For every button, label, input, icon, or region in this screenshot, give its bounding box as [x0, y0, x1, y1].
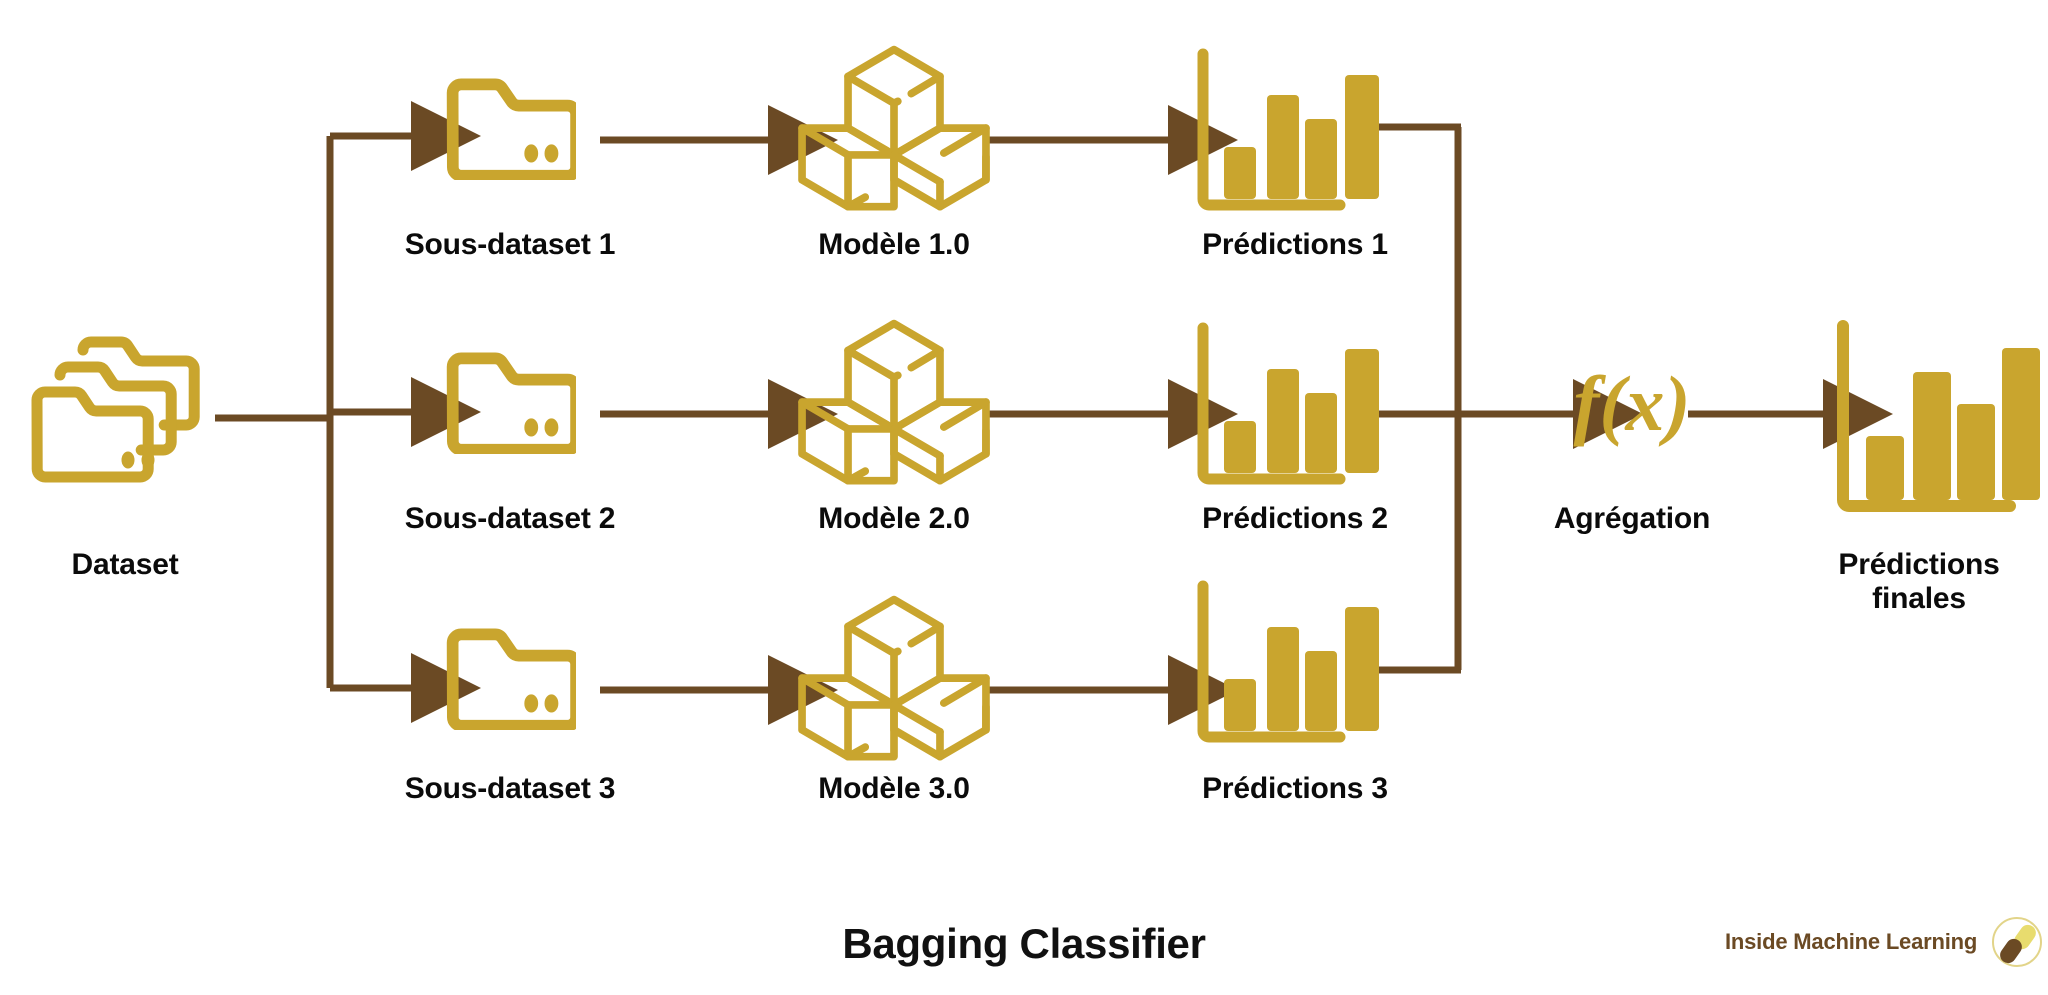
final-label-line-2: finales — [1872, 581, 1966, 615]
inside-machine-learning-logo — [1992, 917, 2043, 967]
folder-icon — [453, 358, 576, 449]
stacked-folders-icon — [31, 336, 200, 483]
function-fx-icon: f(x) — [1574, 360, 1691, 447]
cubes-icon — [802, 600, 986, 757]
node-label-predictions-1: Prédictions 1 — [1202, 228, 1388, 261]
node-label-model-3: Modèle 3.0 — [818, 772, 970, 805]
folder-icon — [453, 84, 576, 175]
node-label-sub-dataset-3: Sous-dataset 3 — [404, 772, 616, 805]
node-label-sub-dataset-2: Sous-dataset 2 — [404, 502, 616, 535]
bar-chart-icon — [1197, 322, 1379, 485]
node-label-model-2: Modèle 2.0 — [818, 502, 970, 535]
node-label-predictions-2: Prédictions 2 — [1202, 502, 1388, 535]
node-label-aggregation: Agrégation — [1553, 502, 1711, 535]
brand-watermark: Inside Machine Learning — [1725, 916, 2043, 968]
node-label-dataset: Dataset — [71, 548, 179, 581]
page-title: Bagging Classifier — [0, 920, 2048, 968]
cubes-icon — [802, 50, 986, 207]
folder-icon — [453, 634, 576, 725]
bar-chart-icon — [1197, 48, 1379, 211]
bar-chart-icon — [1197, 580, 1379, 743]
node-label-sub-dataset-1: Sous-dataset 1 — [404, 228, 616, 261]
node-label-model-1: Modèle 1.0 — [818, 228, 970, 261]
node-label-final-predictions: Prédictions finales — [1790, 548, 2048, 615]
bar-chart-icon — [1837, 320, 2040, 512]
final-label-line-1: Prédictions — [1838, 548, 2000, 581]
page-title-text: Bagging Classifier — [842, 920, 1206, 967]
cubes-icon — [802, 324, 986, 481]
brand-name: Inside Machine Learning — [1725, 929, 1978, 954]
connector-dataset-split — [215, 136, 334, 688]
svg-text:f(x): f(x) — [1574, 360, 1691, 447]
node-label-predictions-3: Prédictions 3 — [1202, 772, 1388, 805]
